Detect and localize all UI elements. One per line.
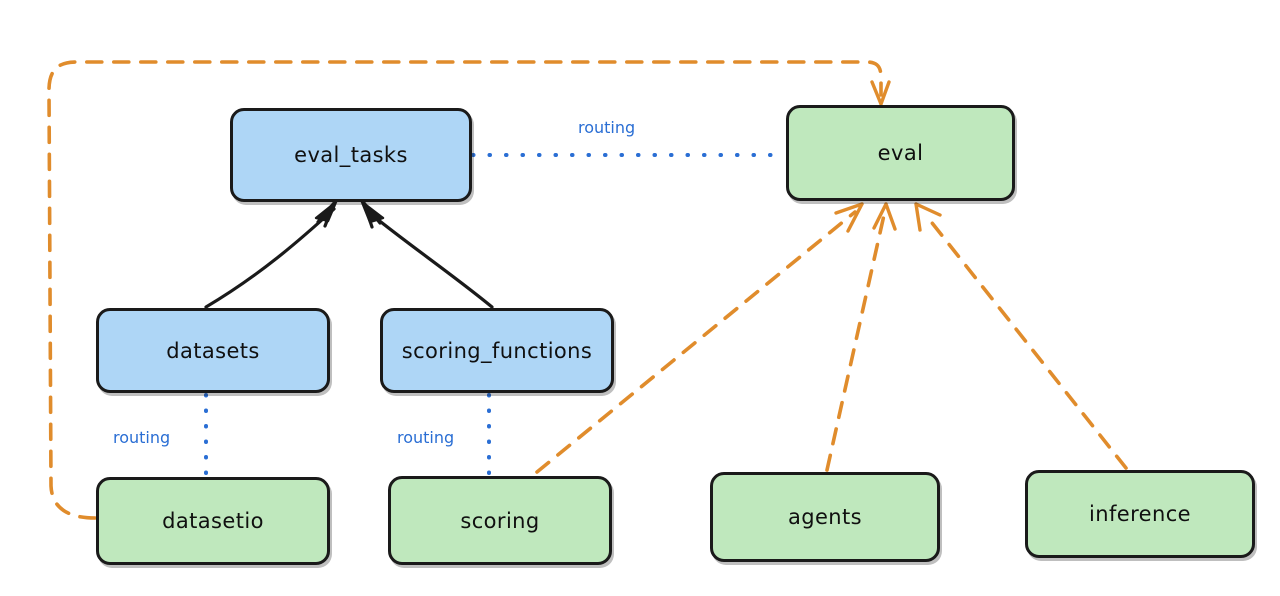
node-label-agents: agents bbox=[787, 505, 862, 529]
node-eval[interactable]: eval bbox=[786, 105, 1015, 201]
node-label-scoring: scoring bbox=[460, 508, 540, 533]
node-agents[interactable]: agents bbox=[710, 472, 940, 562]
node-inference[interactable]: inference bbox=[1025, 470, 1255, 558]
node-label-datasetio: datasetio bbox=[162, 509, 264, 533]
edge-label-routing-eval-tasks-eval: routing bbox=[578, 118, 636, 137]
node-label-eval-tasks: eval_tasks bbox=[294, 143, 408, 167]
node-datasets[interactable]: datasets bbox=[96, 308, 330, 393]
edge-scoring_functions-to-eval_tasks bbox=[360, 200, 494, 309]
node-eval-tasks[interactable]: eval_tasks bbox=[230, 108, 472, 202]
edge-label-routing-scoring-functions-scoring: routing bbox=[397, 428, 455, 447]
node-label-inference: inference bbox=[1089, 502, 1191, 526]
node-scoring-functions[interactable]: scoring_functions bbox=[380, 308, 614, 393]
edge-agents-to-eval bbox=[825, 202, 897, 472]
edge-inference-to-eval bbox=[914, 202, 1128, 470]
node-label-scoring-functions: scoring_functions bbox=[401, 338, 593, 363]
node-label-datasets: datasets bbox=[166, 338, 260, 363]
edge-label-routing-datasets-datasetio: routing bbox=[113, 428, 171, 447]
node-scoring[interactable]: scoring bbox=[388, 476, 612, 565]
edge-datasets-to-eval_tasks bbox=[204, 200, 338, 309]
node-label-eval: eval bbox=[877, 141, 924, 165]
node-datasetio[interactable]: datasetio bbox=[96, 477, 330, 565]
